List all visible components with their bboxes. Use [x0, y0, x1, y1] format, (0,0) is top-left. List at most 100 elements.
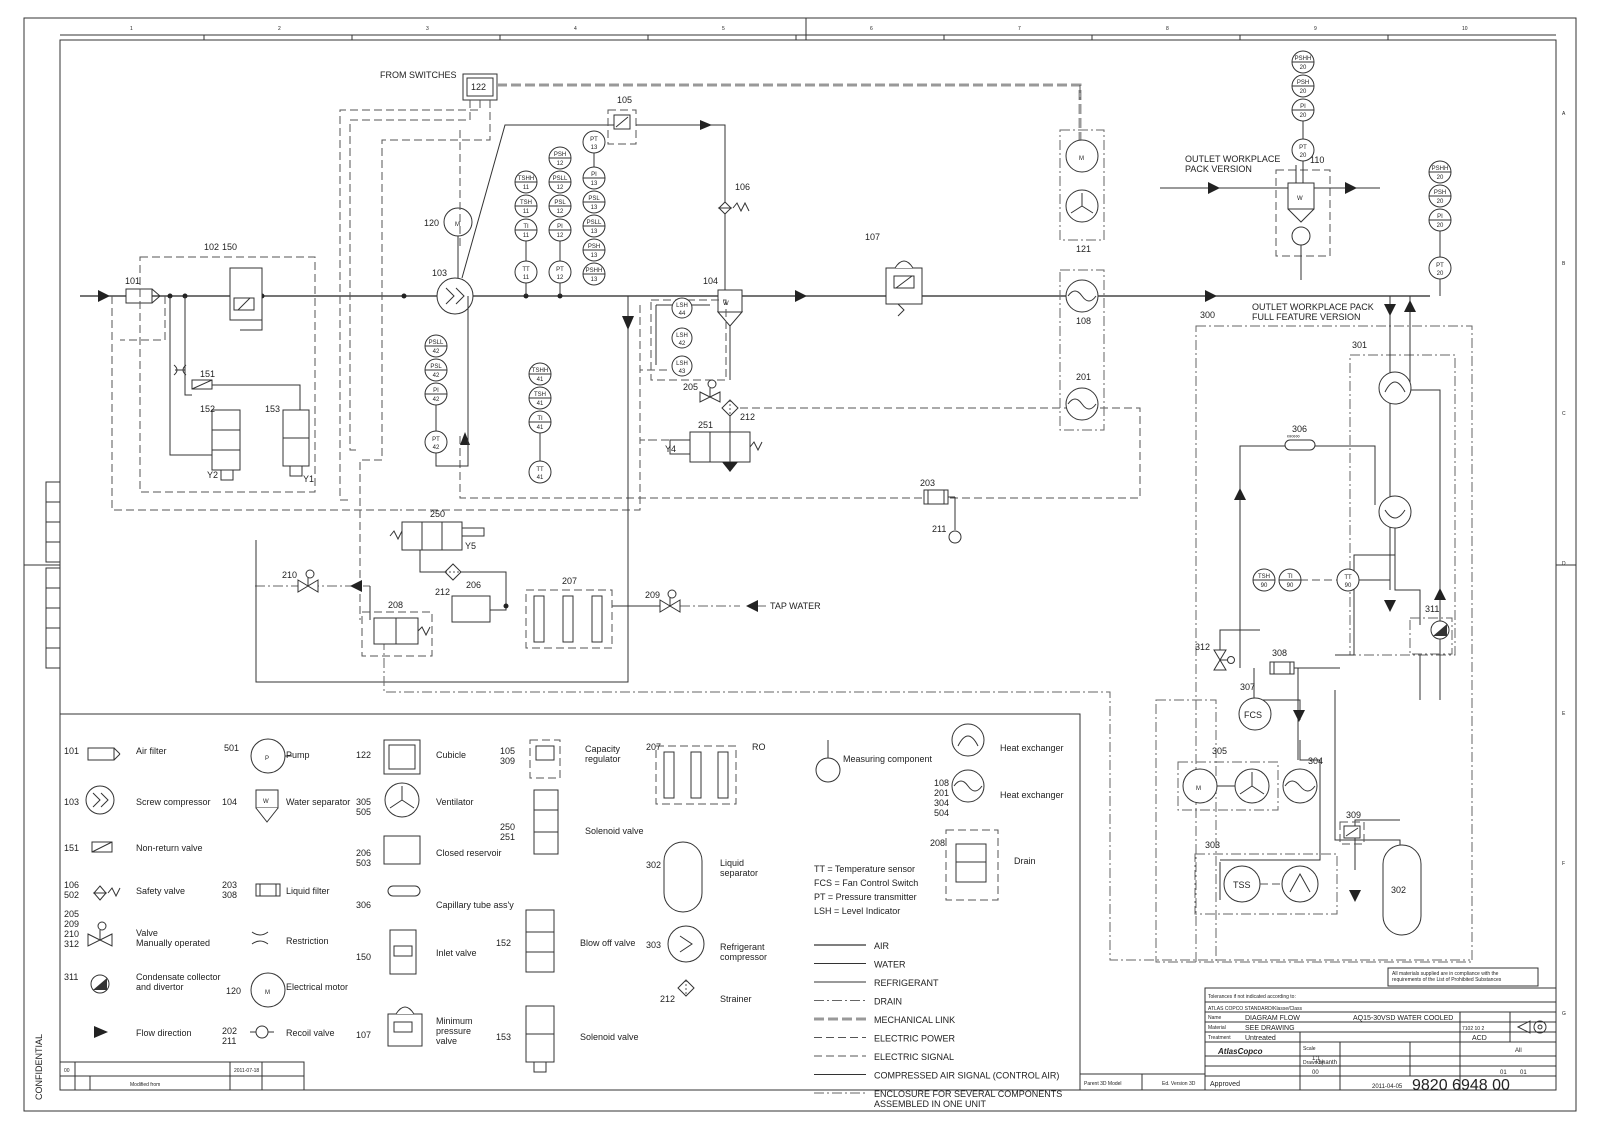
instrument-loop: 11 [523, 233, 530, 239]
legend-code: 302 [646, 860, 661, 870]
instrument-tag: PSH [588, 244, 600, 250]
capillary-tube-306[interactable]: ∞∞∞ 306 [1284, 424, 1316, 451]
capacity-regulator-309[interactable]: 309 [1339, 810, 1365, 845]
manual-valve-209[interactable]: 209 TAP WATER [645, 589, 821, 613]
safety-valve-106[interactable]: 106 [717, 182, 750, 215]
capacity-regulator-105[interactable]: 105 [607, 95, 637, 145]
liquid-separator-302[interactable]: 302 [1382, 844, 1422, 936]
svg-text:152: 152 [200, 404, 215, 414]
grid-column-label: 1 [130, 26, 133, 32]
legend-label: Water separator [286, 797, 350, 807]
condenser-fan-305[interactable]: M 305 [1177, 746, 1279, 811]
water-separator-104[interactable]: W 104 [703, 276, 744, 380]
legend-abbreviation: PT = Pressure transmitter [814, 892, 917, 902]
svg-text:150: 150 [222, 242, 237, 252]
svg-text:211: 211 [932, 524, 946, 534]
cubicle-122[interactable]: 122 FROM SWITCHES [380, 70, 498, 101]
instrument-tag: TI [537, 416, 543, 422]
instrument-loop: 20 [1437, 271, 1444, 277]
svg-text:207: 207 [562, 576, 577, 586]
screw-compressor-103[interactable]: 103 [432, 268, 474, 315]
instrument-loop: 13 [591, 277, 598, 283]
drain-208[interactable]: 208 [361, 600, 433, 657]
liquid-filter-203[interactable]: 203 [920, 478, 949, 505]
instrument-loop: 90 [1261, 583, 1268, 589]
electrical-motor-120[interactable]: M 120 [424, 207, 473, 278]
heat-exchanger-108[interactable]: 108 [1065, 279, 1099, 326]
strainer-212-bottom[interactable]: 212 [435, 563, 462, 597]
legend-abbreviation: LSH = Level Indicator [814, 906, 900, 916]
recoil-valve-211[interactable]: 211 [932, 496, 962, 544]
refrigerant-compressor-303[interactable]: TSS 303 [1194, 840, 1338, 915]
strainer-212-top[interactable]: 212 [721, 399, 755, 422]
blow-off-valve-152[interactable]: 152 Y2 [200, 404, 241, 481]
instrument-loop: 11 [523, 209, 530, 215]
minimum-pressure-valve-107[interactable]: 107 [865, 232, 923, 317]
svg-text:212: 212 [435, 587, 450, 597]
manual-valve-210[interactable]: 210 [282, 569, 319, 593]
closed-reservoir-206[interactable]: 206 [451, 580, 491, 623]
solenoid-valve-250[interactable]: 250 Y5 [389, 509, 485, 551]
legend-label: Pump [286, 750, 310, 760]
grid-column-label: 5 [722, 26, 725, 32]
inlet-valve-150[interactable]: 150 [222, 242, 263, 321]
ro-unit-207[interactable]: 207 [525, 576, 613, 649]
condensate-collector-311[interactable]: 311 [1409, 604, 1453, 655]
svg-text:153: 153 [265, 404, 280, 414]
solenoid-valve-251[interactable]: 251 Y4 [665, 420, 763, 472]
svg-text:305: 305 [1212, 746, 1227, 756]
heat-exchanger-201[interactable]: 201 [1065, 372, 1099, 421]
fan-control-switch-307[interactable]: FCS 307 [1238, 682, 1272, 731]
manual-valve-205[interactable]: 205 [683, 379, 721, 403]
flow-arrow-icon [98, 290, 110, 302]
liquid-filter-308[interactable]: 308 [1269, 648, 1295, 675]
svg-text:106: 106 [735, 182, 750, 192]
non-return-valve-151[interactable]: 151 [191, 369, 215, 390]
fan-enclosure-121[interactable]: M 121 [1059, 129, 1105, 254]
solenoid-valve-153[interactable]: 153 Y1 [265, 404, 314, 484]
condenser-304[interactable]: 304 [1282, 756, 1323, 804]
air-filter-101[interactable]: 101 [125, 276, 161, 304]
manual-valve-312[interactable]: 312 [1195, 642, 1235, 671]
